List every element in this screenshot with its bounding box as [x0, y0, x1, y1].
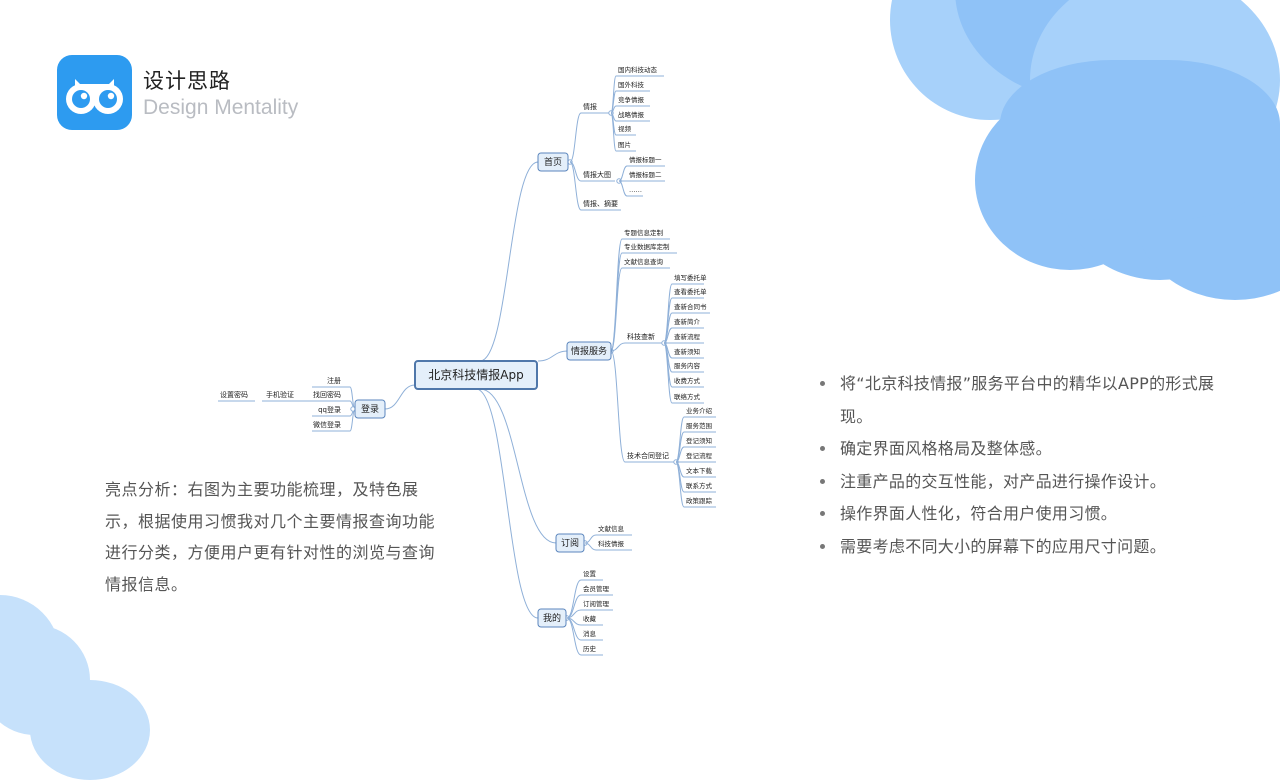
design-bullet-list: 将“北京科技情报”服务平台中的精华以APP的形式展现。 确定界面风格格局及整体感…: [818, 368, 1218, 563]
bullet-item: 需要考虑不同大小的屏幕下的应用尺寸问题。: [818, 531, 1218, 564]
mindmap-leaf-mine: 订阅管理: [583, 599, 610, 608]
mindmap-connector: [384, 384, 416, 410]
mindmap-leaf-subscribe: 文献信息: [598, 524, 625, 533]
page-title: 设计思路: [143, 69, 231, 93]
mindmap-leaf-subscribe: 科技情报: [598, 539, 625, 548]
mindmap-leaf-mine: 收藏: [583, 614, 597, 623]
mindmap-leaf-novelty: 联络方式: [674, 392, 701, 401]
mindmap-leaf-novelty: 查看委托单: [674, 287, 707, 296]
mindmap-leaf-login: 注册: [327, 376, 341, 385]
mindmap-leaf-intel-map: 情报标题二: [629, 170, 662, 179]
mindmap-leaf-novelty: 查新简介: [674, 317, 701, 326]
mindmap-leaf-novelty: 填写委托单: [674, 273, 707, 282]
mindmap-leaf-contract: 文本下载: [686, 466, 713, 475]
mindmap-leaf-contract: 政策跟踪: [686, 496, 713, 505]
mindmap-node-contract: 技术合同登记: [627, 451, 669, 460]
analysis-paragraph: 亮点分析：右图为主要功能梳理，及特色展示，根据使用习惯我对几个主要情报查询功能进…: [105, 480, 436, 594]
mindmap-leaf-phone-verify: 手机验证: [266, 390, 294, 399]
mindmap-node-subscribe: 订阅: [561, 538, 579, 549]
mindmap-leaf-intel: 视频: [618, 124, 632, 133]
mindmap-connector: [610, 342, 626, 352]
mindmap-leaf-intel-map: 情报标题一: [629, 155, 662, 164]
mindmap-connector: [675, 461, 685, 508]
mindmap-connector: [569, 161, 582, 211]
mindmap-connector: [584, 542, 597, 551]
mindmap-leaf-intel: 国内科技动态: [618, 65, 658, 74]
mindmap-node-login: 登录: [361, 404, 379, 415]
mindmap-leaf-service: 文献信息查询: [624, 257, 664, 266]
mindmap-node-intel-summary: 情报、摘要: [583, 199, 618, 208]
bullet-item: 注重产品的交互性能，对产品进行操作设计。: [818, 466, 1218, 499]
mindmap-leaf-contract: 业务介绍: [686, 406, 713, 415]
mindmap-node-mine-box: [537, 608, 567, 628]
mindmap-node-home: 首页: [544, 156, 562, 168]
mindmap-leaf-contract: 联系方式: [686, 481, 713, 490]
mindmap-connector: [610, 75, 617, 114]
mindmap-node-service: 情报服务: [571, 345, 607, 357]
mindmap-leaf-set-password: 设置密码: [220, 390, 248, 399]
mindmap-connector: [475, 388, 539, 619]
mindmap-leaf-login: 微信登录: [313, 420, 341, 429]
mindmap-node-subscribe-box: [555, 533, 585, 553]
mindmap-leaf-contract: 登记流程: [686, 451, 713, 460]
mindmap-leaf-login: qq登录: [318, 405, 341, 414]
mindmap-leaf-novelty: 服务内容: [674, 361, 701, 370]
bullet-item: 将“北京科技情报”服务平台中的精华以APP的形式展现。: [818, 368, 1218, 433]
mindmap-leaf-novelty: 收费方式: [674, 376, 701, 385]
mindmap-node-service-box: [566, 341, 612, 361]
mindmap-connector: [537, 350, 569, 362]
mindmap-node-novelty: 科技查新: [627, 332, 655, 341]
mindmap-leaf-contract: 服务范围: [686, 421, 712, 430]
mindmap-node-intel: 情报: [583, 102, 597, 111]
mindmap-leaf-mine: 会员管理: [583, 584, 610, 593]
mindmap-connector: [566, 579, 582, 619]
mindmap-leaf-novelty: 查新流程: [674, 332, 701, 341]
mindmap-leaf-novelty: 查新须知: [674, 347, 700, 356]
page-subtitle: Design Mentality: [143, 96, 299, 119]
mindmap-connector: [610, 350, 626, 463]
mindmap-leaf-mine: 消息: [583, 629, 597, 638]
mindmap-leaf-intel: 图片: [618, 140, 631, 149]
mindmap-node-home-box: [537, 152, 569, 172]
mindmap-node-intel-map: 情报大图: [583, 170, 611, 179]
mindmap-leaf-mine: 历史: [583, 644, 597, 653]
mindmap-connector: [569, 112, 582, 163]
mindmap-leaf-intel: 竞争情报: [618, 95, 645, 104]
mindmap-connector: [610, 252, 623, 352]
bullet-item: 操作界面人性化，符合用户使用习惯。: [818, 498, 1218, 531]
mindmap-leaf-intel: 国外科技: [618, 80, 645, 89]
mindmap-connector: [663, 342, 673, 404]
app-logo-icon: [57, 55, 132, 130]
mindmap-leaf-intel: 战略情报: [618, 110, 645, 119]
mindmap-root-box: [414, 360, 538, 390]
mindmap-leaf-intel-map: ……: [629, 186, 642, 194]
bullet-item: 确定界面风格格局及整体感。: [818, 433, 1218, 466]
mindmap-leaf-service: 专题信息定制: [624, 228, 664, 237]
mindmap-leaf-contract: 登记须知: [686, 436, 712, 445]
mindmap-node-mine: 我的: [543, 612, 561, 624]
mindmap-connector: [479, 388, 557, 544]
mindmap-leaf-service: 专业数据库定制: [624, 242, 670, 251]
mindmap-node-login-box: [354, 399, 386, 419]
mindmap-leaf-novelty: 查新合同书: [674, 302, 707, 311]
mindmap-connector: [610, 267, 623, 352]
mindmap-connector: [566, 617, 582, 656]
mindmap-connector: [610, 112, 617, 152]
mindmap-connector: [618, 180, 628, 197]
mindmap-root: 北京科技情报App: [428, 367, 523, 382]
mindmap-leaf-login: 找回密码: [313, 390, 341, 399]
mindmap-connector: [479, 161, 539, 362]
mindmap-leaf-mine: 设置: [583, 569, 597, 578]
